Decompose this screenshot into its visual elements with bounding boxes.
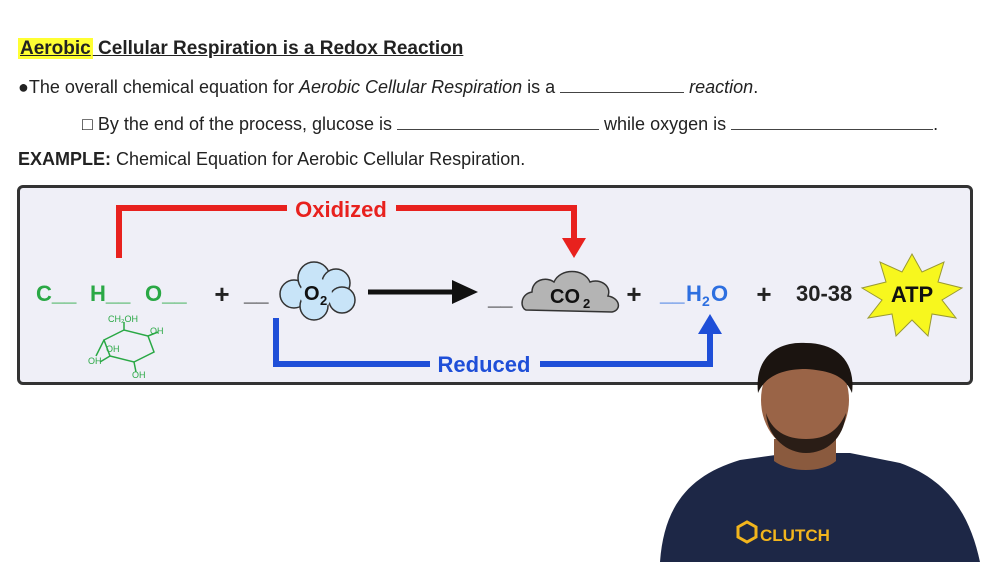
- oxygen-term: O__: [145, 281, 187, 306]
- presenter-shirt: [660, 453, 980, 562]
- checkbox-glyph: □: [82, 114, 93, 134]
- sub-bullet-glucose-oxygen: □ By the end of the process, glucose is …: [82, 113, 938, 135]
- bullet-dot: ●: [18, 77, 29, 97]
- glucose-oh-4: OH: [132, 370, 146, 380]
- hydrogen-term: H__: [90, 281, 131, 306]
- glucose-blank: [397, 113, 600, 130]
- highlighted-word: Aerobic: [18, 38, 93, 59]
- h2o-hydrogen: H: [686, 281, 702, 306]
- h2o-oxygen: O: [711, 281, 728, 306]
- h2o-coefficient-blank: __: [659, 281, 685, 306]
- plus-1: +: [214, 279, 229, 309]
- presenter-video: CLUTCH: [660, 342, 980, 562]
- h2o-subscript: 2: [702, 293, 710, 309]
- bullet1-italic: Aerobic Cellular Respiration: [299, 77, 523, 97]
- glucose-structure-icon: [95, 322, 159, 373]
- o2-symbol: O: [304, 283, 320, 305]
- co2-subscript: 2: [583, 296, 590, 311]
- co2-cloud-icon: [521, 270, 620, 313]
- atp-label: ATP: [891, 282, 933, 307]
- example-text: Chemical Equation for Aerobic Cellular R…: [111, 149, 526, 169]
- shirt-brand-text: CLUTCH: [760, 526, 830, 545]
- bullet2-period: .: [933, 114, 939, 134]
- o2-subscript: 2: [320, 293, 327, 308]
- bullet2-text-b: while oxygen is: [599, 114, 732, 134]
- plus-3: +: [756, 279, 771, 309]
- presenter-head: [761, 348, 849, 452]
- oxygen-blank: [731, 113, 934, 130]
- oxidized-label: Oxidized: [295, 197, 387, 222]
- oxidized-arrow: [116, 205, 586, 258]
- bullet1-text-b: is a: [522, 77, 561, 97]
- bullet-overall-equation: ●The overall chemical equation for Aerob…: [18, 76, 758, 98]
- example-label: EXAMPLE:: [18, 149, 112, 169]
- glucose-oh-1: OH: [150, 326, 164, 336]
- co2-symbol: CO: [550, 286, 580, 308]
- glucose-ch2oh: CH₂OH: [108, 314, 138, 324]
- bullet1-text-a: The overall chemical equation for: [28, 77, 300, 97]
- bullet1-reaction: reaction: [689, 77, 754, 97]
- glucose-oh-3: OH: [88, 356, 102, 366]
- title-rest: Cellular Respiration is a Redox Reaction: [92, 38, 464, 59]
- reduced-label: Reduced: [438, 352, 531, 377]
- atp-starburst-icon: [860, 252, 964, 338]
- glucose-oh-2: OH: [106, 344, 120, 354]
- reaction-blank: [560, 76, 685, 93]
- atp-range: 30-38: [796, 281, 852, 306]
- reduced-arrow: [273, 314, 722, 367]
- reaction-arrow: [368, 280, 478, 304]
- o2-coefficient-blank: __: [243, 281, 269, 306]
- carbon-term: C__: [36, 281, 77, 306]
- plus-2: +: [626, 279, 641, 309]
- page-title: Aerobic Cellular Respiration is a Redox …: [18, 38, 463, 60]
- example-line: EXAMPLE: Chemical Equation for Aerobic C…: [18, 149, 525, 170]
- clutch-logo-icon: [736, 520, 758, 544]
- co2-coefficient-blank: __: [487, 285, 513, 310]
- bullet1-period: .: [753, 77, 759, 97]
- bullet2-text-a: By the end of the process, glucose is: [92, 114, 398, 134]
